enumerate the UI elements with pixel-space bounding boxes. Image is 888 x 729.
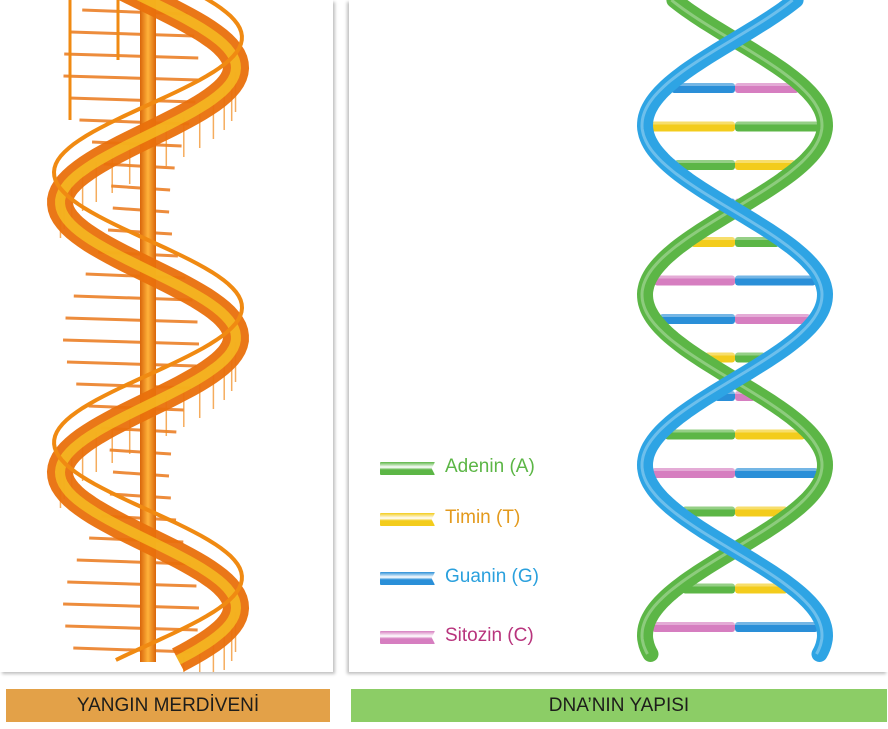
base-pair	[671, 83, 799, 93]
dna-caption: DNA’NIN YAPISI	[351, 689, 887, 722]
legend-swatch	[380, 572, 435, 585]
legend-swatch	[380, 462, 435, 475]
base-pair	[652, 622, 818, 632]
base-pair	[654, 276, 816, 286]
legend-label: Sitozin (C)	[445, 625, 534, 647]
base-pair	[682, 507, 788, 517]
base-pair	[674, 160, 795, 170]
legend-label: Guanin (G)	[445, 566, 539, 588]
legend-swatch	[380, 631, 435, 644]
dna-double-helix-illustration	[0, 0, 888, 672]
legend-label: Timin (T)	[445, 507, 520, 529]
base-pair	[652, 468, 818, 478]
base-pair	[691, 237, 779, 247]
base-pair	[665, 430, 805, 440]
legend-swatch	[380, 513, 435, 526]
base-pair	[651, 122, 819, 132]
base-pair	[660, 314, 811, 324]
base-pair	[682, 584, 788, 594]
legend-label: Adenin (A)	[445, 456, 535, 478]
dna-caption-text: DNA’NIN YAPISI	[549, 695, 689, 717]
fire-escape-caption: YANGIN MERDİVENİ	[6, 689, 330, 722]
fire-escape-caption-text: YANGIN MERDİVENİ	[77, 695, 259, 717]
